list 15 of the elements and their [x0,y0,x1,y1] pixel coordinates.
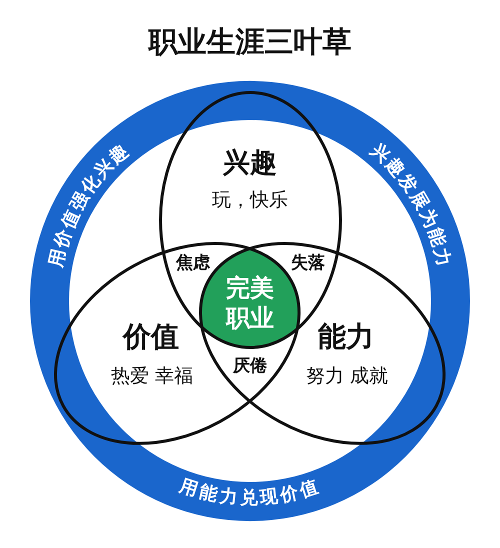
venn-heading: 兴趣 [223,147,277,179]
title: 职业生涯三叶草 [148,25,352,59]
ring-label: 用能力兑现价值 [176,475,324,508]
ring-band [30,81,470,521]
region-label: 厌倦 [233,357,267,377]
region-label: 焦虑 [176,254,210,274]
venn-heading: 能力 [318,320,374,354]
venn-text: 努力 成就 [306,366,388,388]
center-label: 完美职业 [224,273,275,333]
ring-label: 兴趣发展为能力 [366,139,455,270]
venn-text: 热爱 幸福 [110,366,193,388]
venn-heading: 价值 [122,320,179,354]
ring-label: 用价值强化兴趣 [45,138,134,270]
venn-text: 玩，快乐 [212,190,288,212]
region-label: 失落 [291,254,325,274]
